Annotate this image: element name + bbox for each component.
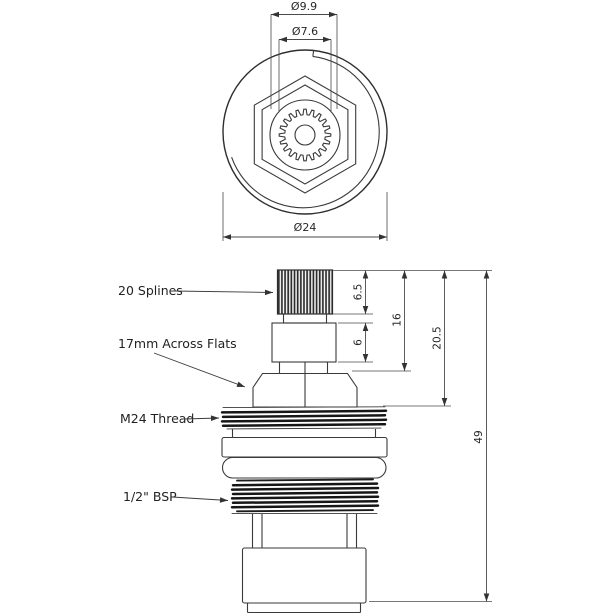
hex-chamfer [261,84,349,185]
callout-across-flats: 17mm Across Flats [118,336,246,388]
dim-body-diameter: Ø24 [222,192,388,241]
dim-head-height: 16 [352,270,411,372]
dim-text-overall-height: 49 [473,430,485,443]
neck-above-hex [278,362,329,374]
dim-text-spline-id: Ø7.6 [292,25,318,38]
spline-block [276,269,334,315]
o-ring [221,456,387,479]
bottom-body [241,547,367,604]
callouts: 20 Splines 17mm Across Flats M24 Thread … [118,283,274,504]
callout-m24-thread: M24 Thread [120,411,220,426]
side-view [220,269,388,614]
dim-spline-inner-diameter: Ø7.6 [278,25,332,112]
neck-under-spline [282,313,328,324]
dim-spline-height: 6.5 [333,270,373,315]
valve-legs [251,514,358,548]
bsp-thread [230,478,380,515]
washer-flange [221,436,388,458]
label-20-splines: 20 Splines [118,283,183,298]
dim-text-stem-height: 6 [353,339,365,346]
neck-under-m24 [231,429,377,438]
callout-bsp-thread: 1/2" BSP [123,489,229,504]
rim-arc-step [312,50,315,57]
dim-text-head-height: 16 [392,313,404,327]
label-across-flats: 17mm Across Flats [118,336,237,351]
dim-spline-outer-diameter: Ø9.9 [270,0,338,109]
spline-boss-circle [269,99,341,171]
side-dimensions: 6.5 6 16 20.5 49 [333,270,492,602]
top-view: Ø9.9 Ø7.6 Ø24 [222,0,388,241]
base-plate [246,602,362,614]
dim-upper-section-height: 20.5 [383,270,451,407]
hex-outer [253,75,357,194]
dim-text-spline-od: Ø9.9 [291,0,317,13]
inner-rim-arc [231,55,380,209]
spline-gear [278,108,332,162]
dim-text-body-od: Ø24 [294,221,317,234]
callout-splines: 20 Splines [118,283,274,298]
m24-thread [220,406,388,430]
outer-body-circle [222,49,388,215]
dim-text-spline-height: 6.5 [353,284,365,301]
label-bsp-thread: 1/2" BSP [123,489,177,504]
dim-stem-height: 6 [338,322,373,363]
center-hole [294,124,316,146]
label-m24-thread: M24 Thread [120,411,194,426]
dim-overall-height: 49 [369,270,492,602]
dim-text-upper-height: 20.5 [432,326,444,349]
stem-block [271,322,337,363]
